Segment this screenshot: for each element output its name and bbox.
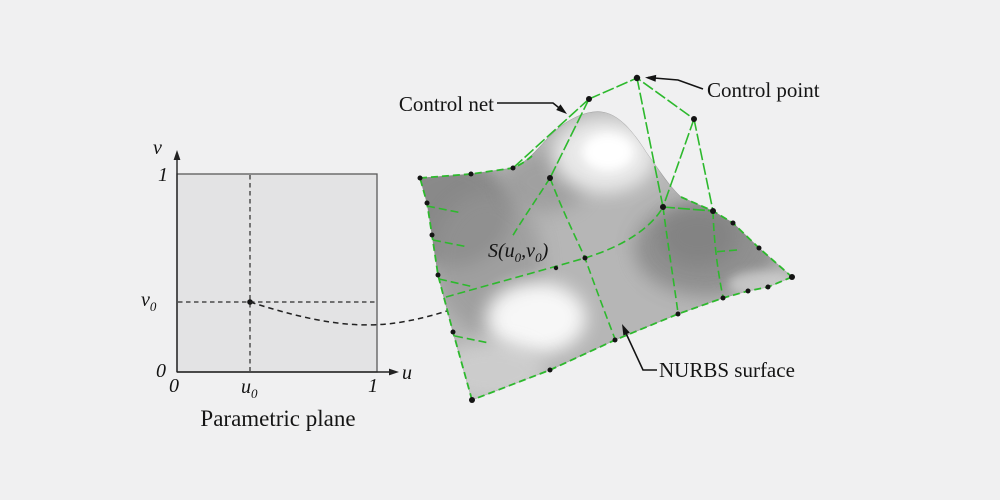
isoparametric-curves (426, 177, 738, 344)
edge-point-dot (765, 284, 771, 290)
control-net-legs (512, 77, 714, 212)
edge-point-dot (756, 245, 762, 251)
control-point-label: Control point (707, 78, 820, 102)
edge-point-dot (435, 272, 441, 278)
surface-dots (417, 74, 795, 403)
net-vertex-dot (547, 175, 553, 181)
nurbs-surface-arrowhead-icon (622, 324, 630, 336)
edge-point-dot (417, 175, 423, 181)
control-point-dot (691, 116, 697, 122)
net-vertex-dot (660, 204, 666, 210)
nurbs-surface-arrow (623, 328, 657, 371)
iso-curve-stubs (426, 205, 738, 344)
parametric-plane-caption: Parametric plane (200, 406, 355, 431)
control-point-arrowhead-icon (645, 74, 657, 82)
control-point-arrow (647, 76, 704, 90)
edge-point-dot (469, 397, 475, 403)
iso-curve-v3 (712, 210, 724, 298)
edge-point-dot (789, 274, 795, 280)
v-origin-tick: 0 (156, 360, 166, 382)
control-net-label: Control net (399, 92, 494, 116)
control-point-dot (633, 74, 641, 82)
u0-tick: u0 (241, 376, 258, 401)
shading-highlight-dome (582, 133, 634, 171)
net-vertex-dot (710, 208, 716, 214)
control-net-arrowhead-icon (556, 104, 567, 114)
v-max-tick: 1 (158, 164, 168, 186)
u-axis-arrowhead-icon (389, 368, 399, 376)
iso-junction-dot (582, 255, 588, 261)
edge-point-dot (547, 367, 553, 373)
annotations: Control net Control point NURBS surface … (399, 74, 820, 382)
surface-point-dot (553, 265, 559, 271)
edge-point-dot (424, 200, 430, 206)
v-axis-arrowhead-icon (173, 150, 181, 160)
v-axis-label: v (153, 137, 162, 159)
iso-curve-u2 (511, 177, 551, 238)
parametric-plane-square (176, 173, 378, 373)
edge-point-dot (612, 337, 618, 343)
iso-curve-v2 (662, 206, 679, 314)
surface-point-label: S(u0,v0) (488, 240, 549, 265)
shading-highlight-front (486, 282, 586, 354)
parametric-plane: v 1 v0 0 0 u0 1 u Parametric plane (141, 137, 412, 431)
iso-curve-u1 (445, 206, 664, 298)
control-point-dot (586, 96, 592, 102)
boundary-left-edge (419, 177, 473, 401)
edge-point-dot (429, 232, 435, 238)
u-axis-label: u (402, 362, 412, 384)
boundary-bottom-edge (471, 276, 793, 401)
v0-tick: v0 (141, 289, 157, 314)
u-max-tick: 1 (368, 375, 378, 397)
edge-point-dot (730, 220, 736, 226)
u-origin-tick: 0 (169, 375, 179, 397)
edge-point-dot (450, 329, 456, 335)
edge-point-dot (675, 311, 681, 317)
edge-point-dot (468, 171, 474, 177)
edge-point-dot (720, 295, 726, 301)
nurbs-surface-label: NURBS surface (659, 358, 795, 382)
edge-point-dot (745, 288, 751, 294)
net-vertex-dot (510, 165, 516, 171)
